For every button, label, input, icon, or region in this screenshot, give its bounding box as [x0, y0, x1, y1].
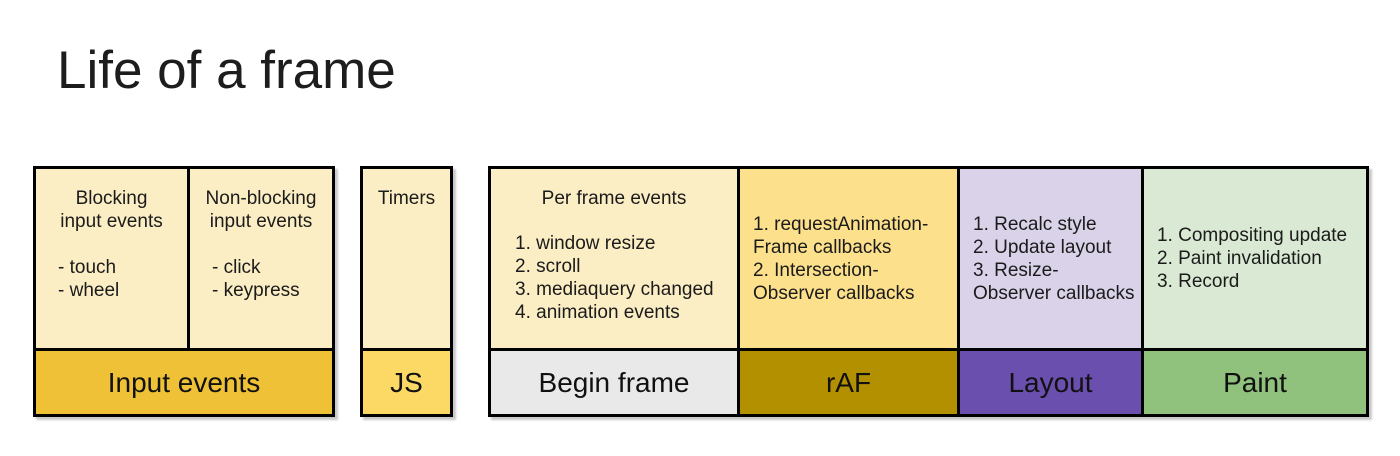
list-item: - keypress: [212, 280, 300, 301]
list-item: 2. Paint invalidation: [1157, 248, 1322, 269]
input-events-top: Blocking input events - touch - wheel No…: [36, 169, 332, 348]
non-blocking-heading-line-2: input events: [209, 211, 313, 232]
layout-line: Observer callbacks: [973, 282, 1135, 304]
paint-steps-cell: 1. Compositing update 2. Paint invalidat…: [1144, 169, 1366, 348]
input-events-bar: Input events: [36, 348, 332, 414]
layout-line: 2. Update layout: [973, 236, 1112, 258]
blocking-heading-line-1: Blocking: [75, 188, 148, 209]
blocking-heading: Blocking input events: [36, 187, 187, 233]
timers-cell: Timers: [363, 169, 450, 348]
per-frame-events-cell: Per frame events 1. window resize 2. scr…: [491, 169, 737, 348]
per-frame-events-heading: Per frame events: [541, 188, 687, 209]
js-group: Timers JS: [360, 166, 453, 417]
raf-line: 2. Intersection-: [753, 259, 879, 281]
raf-line: Observer callbacks: [753, 282, 915, 304]
page-title: Life of a frame: [57, 41, 396, 100]
list-item: - wheel: [58, 280, 120, 301]
list-item: 1. window resize: [515, 233, 656, 254]
layout-line: 3. Resize-: [973, 259, 1059, 281]
list-item: 4. animation events: [515, 302, 680, 323]
list-item: - touch: [58, 257, 117, 278]
raf-callbacks-cell: 1. requestAnimation- Frame callbacks 2. …: [740, 169, 957, 348]
non-blocking-items: - click - keypress: [190, 256, 332, 302]
raf-bar: rAF: [740, 348, 957, 414]
begin-frame-column: Per frame events 1. window resize 2. scr…: [491, 169, 737, 414]
js-bar: JS: [363, 348, 450, 414]
begin-frame-bar: Begin frame: [491, 348, 737, 414]
per-frame-events-items: 1. window resize 2. scroll 3. mediaquery…: [491, 232, 737, 324]
layout-bar: Layout: [960, 348, 1141, 414]
blocking-items: - touch - wheel: [36, 256, 187, 302]
blocking-heading-line-2: input events: [60, 211, 163, 232]
non-blocking-heading-line-1: Non-blocking: [205, 188, 317, 209]
non-blocking-input-events-cell: Non-blocking input events - click - keyp…: [187, 169, 332, 348]
raf-line: 1. requestAnimation-: [753, 213, 929, 235]
list-item: 3. Record: [1157, 271, 1240, 292]
paint-column: 1. Compositing update 2. Paint invalidat…: [1141, 169, 1366, 414]
list-item: 2. scroll: [515, 256, 581, 277]
blocking-input-events-cell: Blocking input events - touch - wheel: [36, 169, 187, 348]
layout-line: 1. Recalc style: [973, 213, 1097, 235]
list-item: 3. mediaquery changed: [515, 279, 714, 300]
list-item: - click: [212, 257, 261, 278]
non-blocking-heading: Non-blocking input events: [190, 187, 332, 233]
raf-column: 1. requestAnimation- Frame callbacks 2. …: [737, 169, 957, 414]
list-item: 1. Compositing update: [1157, 225, 1348, 246]
raf-line: Frame callbacks: [753, 236, 892, 258]
paint-bar: Paint: [1144, 348, 1366, 414]
input-events-group: Blocking input events - touch - wheel No…: [33, 166, 335, 417]
layout-column: 1. Recalc style 2. Update layout 3. Resi…: [957, 169, 1141, 414]
layout-steps-cell: 1. Recalc style 2. Update layout 3. Resi…: [960, 169, 1141, 348]
frame-pipeline-group: Per frame events 1. window resize 2. scr…: [488, 166, 1369, 417]
timers-heading: Timers: [377, 188, 436, 209]
